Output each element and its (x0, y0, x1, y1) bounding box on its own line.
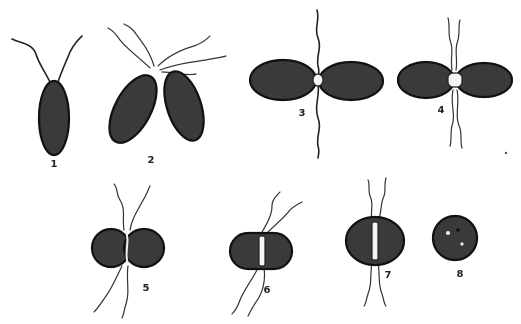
stage-6-division-band (259, 236, 265, 266)
stage-5-label: 5 (143, 283, 150, 294)
stage-1-cell: 1 (12, 36, 82, 170)
stage-4-body-left (398, 62, 454, 98)
stage-8-granule (460, 242, 463, 245)
stage-2-label: 2 (148, 155, 155, 166)
stage-6-flagellum-top-1 (262, 192, 280, 232)
stage-4-flagellum-bottom-2 (457, 90, 462, 148)
stage-6-label: 6 (264, 285, 271, 296)
stage-1-flagellum-right (58, 36, 82, 82)
stage-4-body-right (456, 63, 512, 97)
stage-1-body (39, 81, 69, 155)
stage-5-body-right (124, 229, 164, 267)
stage-2-body-left (100, 68, 167, 150)
stage-3-division-bridge (313, 74, 323, 86)
stage-7-label: 7 (385, 270, 392, 281)
stage-2-body-right (157, 67, 212, 146)
stage-6-cell: 6 (230, 192, 302, 316)
stage-8-body (433, 216, 477, 260)
stage-2-flagellum-2 (124, 24, 154, 66)
stage-5-flagellum-top-1 (114, 184, 124, 230)
stage-4-flagellum-bottom-1 (450, 90, 453, 146)
stage-1-flagellum-left (12, 39, 50, 82)
stage-8-granule (456, 228, 460, 232)
stage-5-flagellum-top-2 (130, 186, 150, 230)
stage-3-flagellum-top (317, 10, 320, 78)
stage-2-flagellum-4 (160, 56, 226, 70)
stage-8-granule (446, 231, 450, 235)
stage-2-flagellum-1 (108, 28, 150, 68)
stage-4-flagellum-top-2 (456, 20, 460, 70)
stage-8-cell: 8 (433, 216, 477, 280)
stage-2-flagellum-3 (158, 36, 210, 66)
stage-2-cell: 2 (100, 24, 226, 166)
stage-1-label: 1 (51, 159, 58, 170)
stage-3-body-left (250, 60, 316, 100)
stage-8-label: 8 (457, 269, 464, 280)
stage-5-cell: 5 (92, 184, 164, 318)
stage-6-flagellum-top-2 (268, 202, 302, 232)
stage-7-division-band (372, 222, 378, 260)
stage-5-furrow (126, 232, 128, 264)
stray-mark (505, 152, 507, 154)
stage-4-cell: 4 (398, 18, 512, 148)
stage-4-flagellum-top-1 (448, 18, 452, 70)
stage-3-body-right (319, 62, 383, 100)
stage-5-flagellum-bottom-2 (122, 266, 128, 318)
stage-7-flagellum-top-2 (378, 178, 386, 222)
stage-5-flagellum-bottom-1 (94, 266, 122, 312)
stage-7-cell: 7 (346, 178, 404, 306)
stage-4-label: 4 (438, 105, 445, 116)
stage-3-flagellum-bottom (317, 84, 320, 158)
stage-7-flagellum-bottom-2 (378, 262, 386, 306)
stage-3-cell: 3 (250, 10, 383, 158)
stage-3-label: 3 (299, 108, 306, 119)
stage-6-flagellum-bottom-2 (248, 268, 265, 316)
stage-6-flagellum-bottom-1 (232, 268, 258, 314)
stage-7-flagellum-top-1 (368, 180, 372, 222)
stage-4-division-bridge (448, 73, 462, 87)
stage-7-flagellum-bottom-1 (364, 262, 372, 306)
